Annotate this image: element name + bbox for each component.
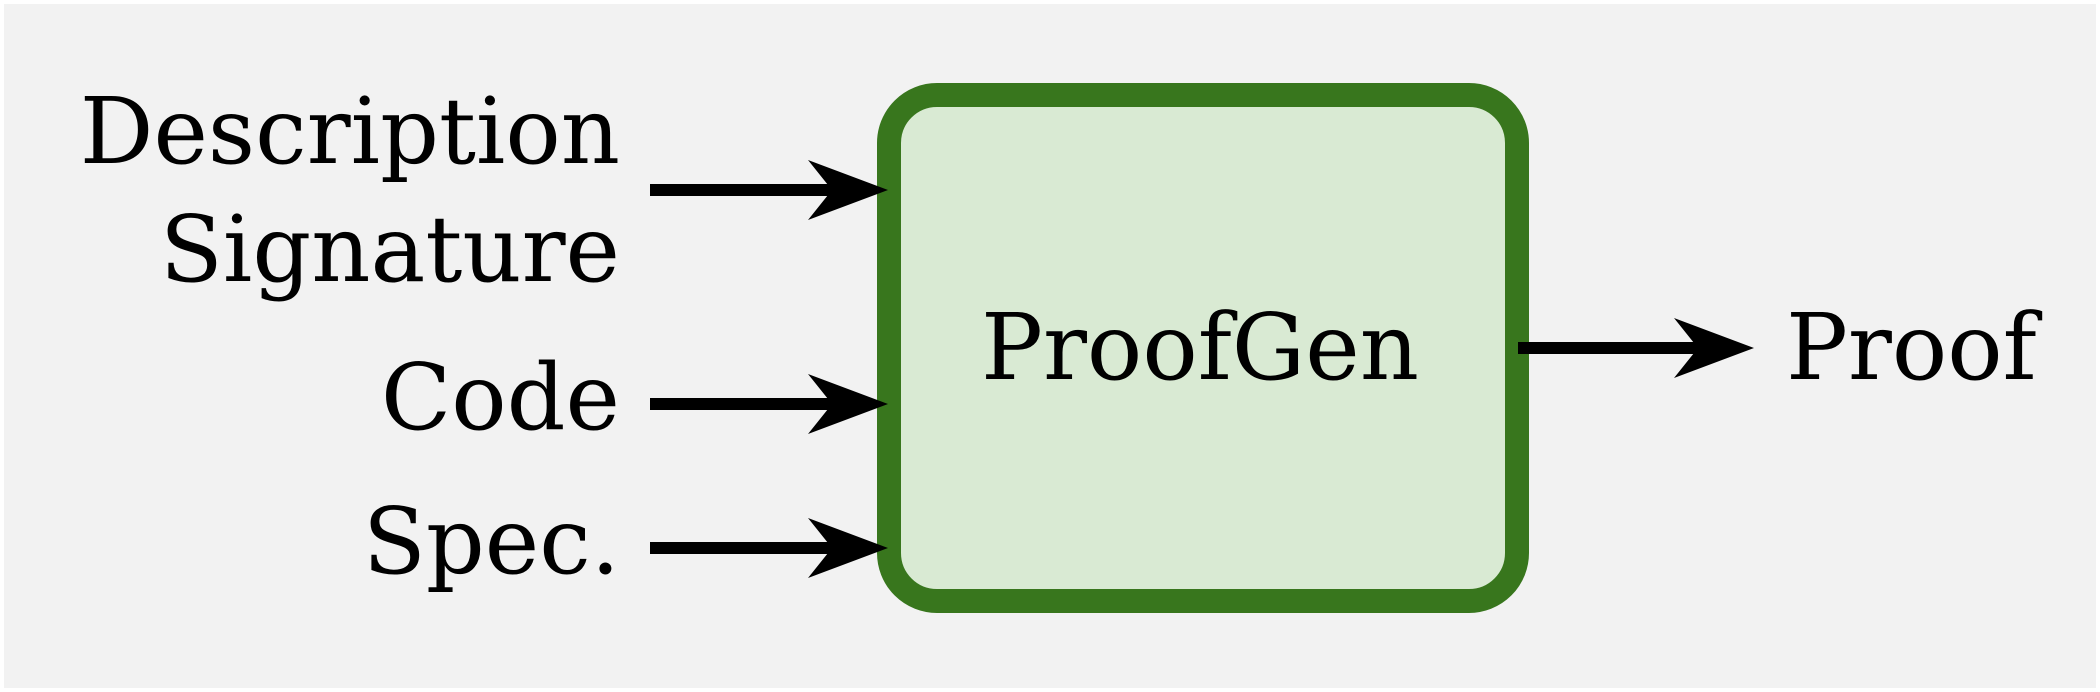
input-label-code: Code (380, 344, 620, 451)
proofgen-box (877, 83, 1529, 613)
output-label-proof: Proof (1786, 294, 2037, 401)
arrow-code (650, 374, 888, 434)
arrow-spec (650, 518, 888, 578)
process-label-proofgen: ProofGen (981, 294, 1419, 401)
input-label-signature: Signature (159, 196, 620, 303)
input-label-description: Description (79, 78, 620, 185)
input-label-spec: Spec. (362, 488, 620, 595)
arrow-description-signature (650, 160, 888, 220)
arrow-proof (1518, 318, 1754, 378)
